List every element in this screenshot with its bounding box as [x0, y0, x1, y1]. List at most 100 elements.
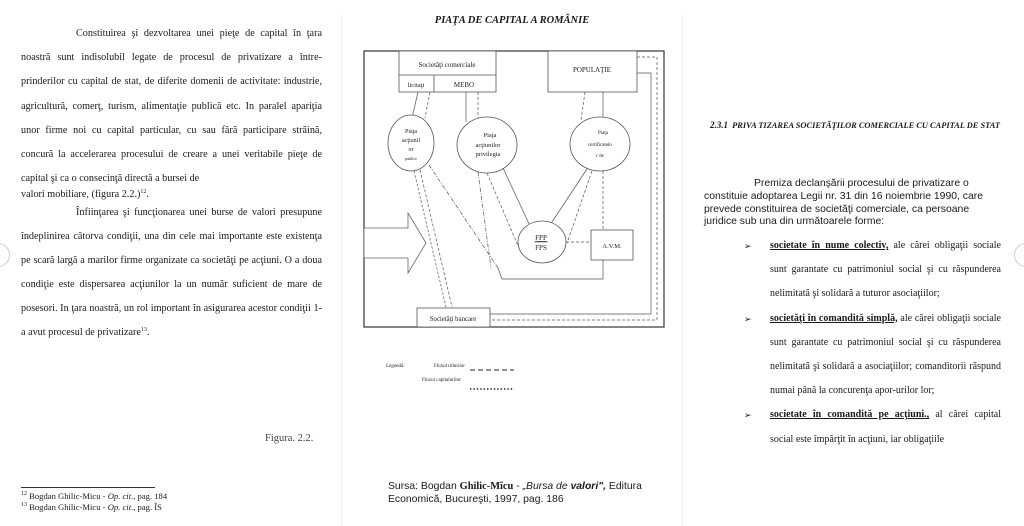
footnote-13: 13 Bogdan Ghilic-Micu - Op. cit., pag. Î… — [21, 502, 167, 513]
diagram-connector — [413, 170, 447, 308]
page-separator — [341, 15, 342, 526]
source-author: Ghilic-Mîcu — [459, 481, 514, 492]
circle-label-line: acţiunil — [402, 138, 420, 144]
paragraph-1-end-text: valori mobiliare, (figura 2.2.) — [21, 189, 141, 201]
diagram-connector — [590, 229, 634, 261]
circle-label-line: privilegia — [476, 151, 501, 158]
circle-label-line: acţiunilor — [476, 142, 502, 149]
input-arrow-icon — [363, 211, 427, 275]
legend-label: Legendă: — [386, 364, 405, 369]
intro-paragraph: Premiza declanşării procesului de privat… — [704, 178, 1004, 229]
diagram-connector — [547, 50, 638, 93]
list-item-term: societate în comandită pe acţiuni., — [770, 409, 930, 421]
piata-actiunilor-privilegiate-circle: Piaţa acţiunilor privilegia — [456, 116, 518, 174]
footnote-page: , pag. 184 — [133, 491, 168, 501]
circle-label-line: Piaţa — [405, 129, 417, 135]
list-item-text: al cărei ca­pital social este împărţit î… — [770, 409, 1002, 445]
diagram-connector — [490, 56, 658, 321]
footnotes: 12 Bogdan Ghilic-Micu - Op. cit., pag. 1… — [21, 491, 167, 512]
legend-capital-flow: Fluxul capitalurilor — [422, 378, 461, 383]
diagram-connector — [411, 91, 419, 119]
intro-text: Premiza declanşării procesului de privat… — [704, 178, 984, 228]
list-item-term: societate în nume colectiv, — [770, 240, 889, 251]
licitatii-label: licitaţi — [408, 82, 425, 89]
left-page: Constituirea şi dezvoltarea unei pieţe d… — [0, 0, 341, 526]
footnote-number: 13 — [21, 501, 27, 508]
list-item: ➢ societate în nume colectiv, ale cărei o… — [744, 234, 1001, 307]
source-title: „Bursa de — [522, 481, 571, 492]
diagram-connector — [419, 169, 453, 308]
populatie-box: POPULAŢIE — [547, 50, 638, 93]
circle-label-line: publice — [405, 156, 417, 161]
paragraph-1-end: valori mobiliare, (figura 2.2.)12. — [21, 189, 149, 201]
diagram-frame — [363, 50, 665, 328]
diagram-connector — [502, 167, 532, 229]
footnote-12: 12 Bogdan Ghilic-Micu - Op. cit., pag. 1… — [21, 491, 167, 502]
societati-comerciale-label: Societăţi comerciale — [419, 61, 476, 69]
diagram-connector — [547, 168, 588, 229]
diagram-connector — [490, 72, 652, 315]
piata-certificatelor-circle: Piaţa certificatelo r de — [569, 116, 631, 172]
footnote-ref-12[interactable]: 12 — [140, 189, 147, 196]
diagram-connector — [486, 172, 520, 249]
diagram-title: PIAŢA DE CAPITAL A ROMÂNIE — [434, 15, 590, 26]
figure-source: Sursa: Bogdan Ghilic-Mîcu - „Bursa de va… — [388, 481, 668, 506]
diagram-connector — [387, 114, 435, 172]
list-item: ➢ societate în comandită pe acţiuni., al … — [744, 403, 1002, 451]
source-dash: - — [513, 481, 523, 492]
left-page-body: Constituirea şi dezvoltarea unei pieţe d… — [21, 22, 322, 345]
page-separator — [682, 15, 683, 526]
source-title-bold: valori", — [570, 481, 607, 492]
diagram-connector — [497, 260, 604, 280]
footnote-page: , pag. ÎS — [133, 501, 162, 512]
list-item: ➢societăţi în comandită simplă, ale căre… — [744, 307, 1001, 404]
list-item-text: ale cărei obligaţii so­ciale sunt garant… — [770, 240, 1001, 300]
societati-bancare-box: Societăţi bancare — [416, 307, 491, 328]
legend-titles-flow: Fluxul titlurilor — [434, 364, 465, 369]
societati-comerciale-box: Societăţi comerciale licitaţi MEBO — [398, 50, 497, 93]
footnote-author: Bogdan Ghilic-Micu - — [29, 501, 108, 512]
footnote-number: 12 — [21, 491, 27, 497]
footnote-author: Bogdan Ghilic-Micu - — [29, 491, 108, 501]
diagram-connector — [477, 171, 492, 269]
paragraph-1: Constituirea şi dezvoltarea unei pieţe d… — [21, 22, 322, 191]
fpp-fps-circle: FPP FPS — [517, 220, 567, 264]
paragraph-1-text: Constituirea şi dezvoltarea unei pieţe d… — [21, 28, 322, 185]
avm-box: A.V.M. — [590, 229, 634, 261]
circle-label-line: or — [409, 147, 414, 153]
capital-market-diagram: Societăţi comerciale licitaţi MEBO POPUL… — [363, 50, 665, 390]
company-forms-list: ➢ societate în nume colectiv, ale cărei o… — [744, 234, 1002, 452]
diagram-connector — [424, 91, 431, 119]
diagram-connector — [566, 170, 593, 244]
arrowhead-bullet-icon: ➢ — [744, 410, 752, 421]
right-page: 2.3.1 PRIVA TIZAREA SOCIETĂŢILOR COMERCI… — [683, 0, 1024, 526]
populatie-label: POPULAŢIE — [573, 66, 611, 74]
middle-page: PIAŢA DE CAPITAL A ROMÂNIE Societăţi com… — [342, 0, 682, 526]
piata-actiunilor-publice-circle: Piaţa acţiunil or publice — [387, 114, 435, 172]
fps-label: FPS — [535, 244, 547, 252]
source-prefix: Sursa: Bogdan — [388, 481, 460, 492]
fpp-label: FPP — [535, 234, 547, 242]
section-number: 2.3.1 — [709, 120, 728, 130]
figure-caption: Figura. 2.2. — [265, 433, 314, 444]
source-publisher: Editura Economică, Bucureşti, 1997, pag.… — [388, 481, 642, 505]
list-item-text: ale cărei obli­gaţii sociale sunt garant… — [770, 312, 1001, 397]
societati-bancare-label: Societăţi bancare — [430, 316, 477, 323]
paragraph-2: Înfiinţarea şi funcţionarea unei burse d… — [21, 207, 322, 339]
circle-label-line: r de — [596, 154, 604, 159]
mebo-label: MEBO — [454, 81, 474, 89]
footnote-cit: Op. cit. — [107, 501, 134, 512]
diagram-connector — [569, 116, 631, 172]
diagram-connector — [416, 307, 491, 328]
section-heading: 2.3.1 PRIVA TIZAREA SOCIETĂŢILOR COMERCI… — [705, 119, 1005, 132]
circle-label-line: Piaţa — [484, 132, 497, 139]
section-title: PRIVA TIZAREA SOCIETĂŢILOR COMERCIALE CU… — [732, 121, 1001, 130]
avm-label: A.V.M. — [602, 243, 622, 250]
paragraph-2-text: Înfiinţarea şi funcţionarea unei burse d… — [21, 207, 322, 339]
footnote-divider — [21, 487, 155, 488]
footnote-ref-13[interactable]: 13 — [140, 327, 147, 334]
arrowhead-bullet-icon: ➢ — [744, 241, 752, 251]
diagram-connector — [580, 91, 586, 121]
circle-label-line: Piaţa — [598, 131, 609, 136]
arrowhead-bullet-icon: ➢ — [744, 313, 752, 324]
